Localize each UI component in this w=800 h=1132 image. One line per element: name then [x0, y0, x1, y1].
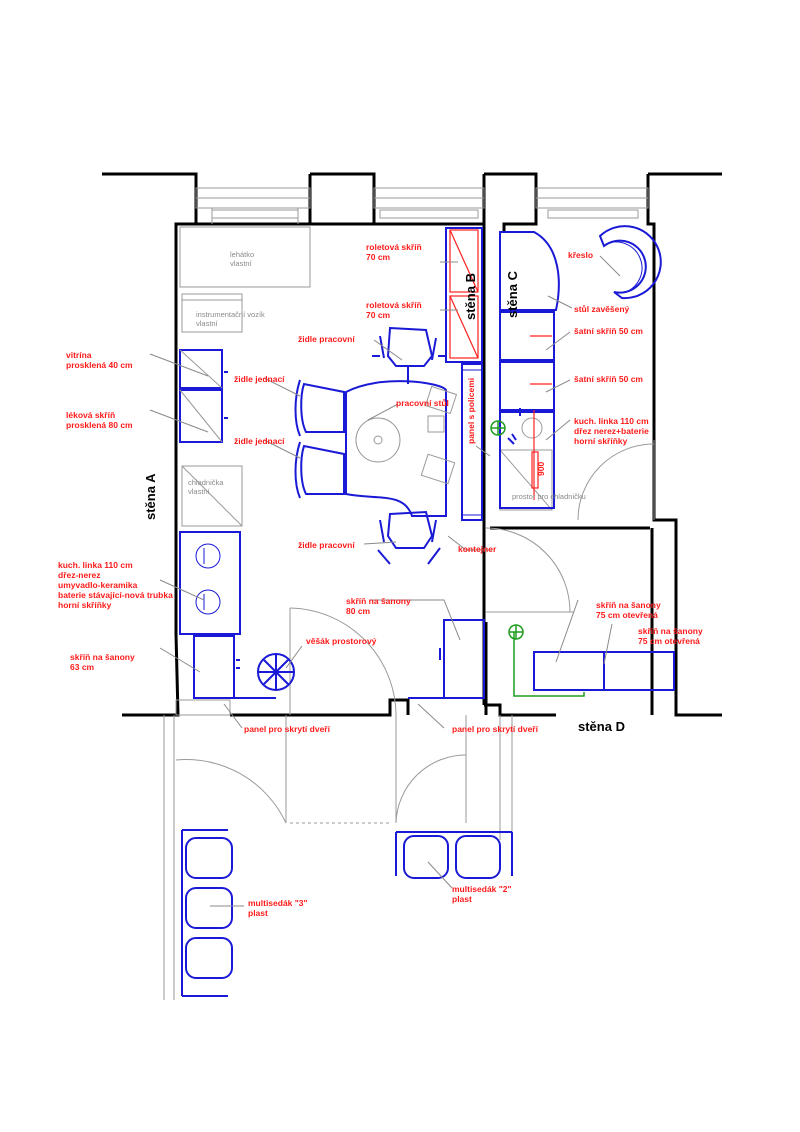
- label-multisedak-3: multisedák "3" plast: [248, 898, 308, 918]
- chair-bottom: [377, 510, 441, 565]
- wall-c-furniture: [490, 225, 662, 509]
- own-furniture: [179, 226, 553, 527]
- chair-meeting-1: [294, 379, 345, 437]
- label-vitrina: vitrína prosklená 40 cm: [66, 350, 133, 370]
- chair-top: [372, 326, 446, 384]
- label-roletova-skrin-1: roletová skříň 70 cm: [366, 242, 422, 262]
- label-zidle-jednaci-2: židle jednací: [234, 436, 285, 446]
- label-zidle-pracovni-2: židle pracovní: [298, 540, 355, 550]
- label-skrin-sanony-80: skříň na šanony 80 cm: [346, 596, 411, 616]
- label-panel-s-policemi: panel s policemi: [466, 377, 476, 444]
- chair-meeting-2: [294, 441, 345, 499]
- wall-a-label: stěna A: [143, 473, 158, 520]
- coat-rack: [257, 653, 295, 691]
- label-stul-zaveseny: stůl zavěšený: [574, 304, 630, 314]
- label-vesak: věšák prostorový: [306, 636, 377, 646]
- label-roletova-skrin-2: roletová skříň 70 cm: [366, 300, 422, 320]
- label-kuch-linka-a: kuch. linka 110 cm dřez-nerez umyvadlo-k…: [58, 560, 173, 610]
- note-lehatko: lehátko vlastní: [230, 250, 255, 268]
- note-chladnicka: chladnička vlastní: [188, 478, 224, 496]
- label-zidle-jednaci-1: židle jednací: [234, 374, 285, 384]
- label-panel-dveri-2: panel pro skrytí dveří: [452, 724, 538, 734]
- label-satni-skrin-2: šatní skříň 50 cm: [574, 374, 643, 384]
- label-pracovni-stul: pracovní stůl: [396, 398, 449, 408]
- label-skrin-sanony-75-1: skříň na šanony 75 cm otevřená: [596, 600, 661, 620]
- wall-d-label: stěna D: [578, 719, 625, 734]
- table-and-chairs: [294, 326, 458, 565]
- label-panel-dveri-1: panel pro skrytí dveří: [244, 724, 330, 734]
- wall-b-cabinets: [445, 227, 483, 521]
- room-doors: [289, 440, 655, 716]
- wall-b-label: stěna B: [463, 273, 478, 320]
- file-cabinets: [408, 619, 675, 699]
- multiseat-3: [181, 829, 233, 997]
- label-lekova-skrin: léková skříň prosklená 80 cm: [66, 410, 133, 430]
- label-kontejner: kontejner: [458, 544, 497, 554]
- multiseat-2: [395, 831, 513, 879]
- label-skrin-sanony-75-2: skříň na šanony 75 cm otevřená: [638, 626, 703, 646]
- windows: [195, 187, 649, 224]
- note-prostor-chladnicka: prostor pro chladničku: [512, 492, 586, 501]
- dimension-900: 900: [536, 461, 546, 476]
- wall-c-label: stěna C: [505, 271, 520, 318]
- label-zidle-pracovni-1: židle pracovní: [298, 334, 355, 344]
- label-kuch-linka-c: kuch. linka 110 cm dřez nerez+baterie ho…: [574, 416, 649, 446]
- label-multisedak-2: multisedák "2" plast: [452, 884, 512, 904]
- corridor: [163, 699, 513, 1000]
- note-vozik: instrumentační vozík vlastní: [196, 310, 265, 328]
- leader-lines: [149, 255, 621, 907]
- label-skrin-sanony-63: skříň na šanony 63 cm: [70, 652, 135, 672]
- wall-a-cabinets: [179, 349, 295, 699]
- label-satni-skrin-1: šatní skříň 50 cm: [574, 326, 643, 336]
- label-kreslo: křeslo: [568, 250, 594, 260]
